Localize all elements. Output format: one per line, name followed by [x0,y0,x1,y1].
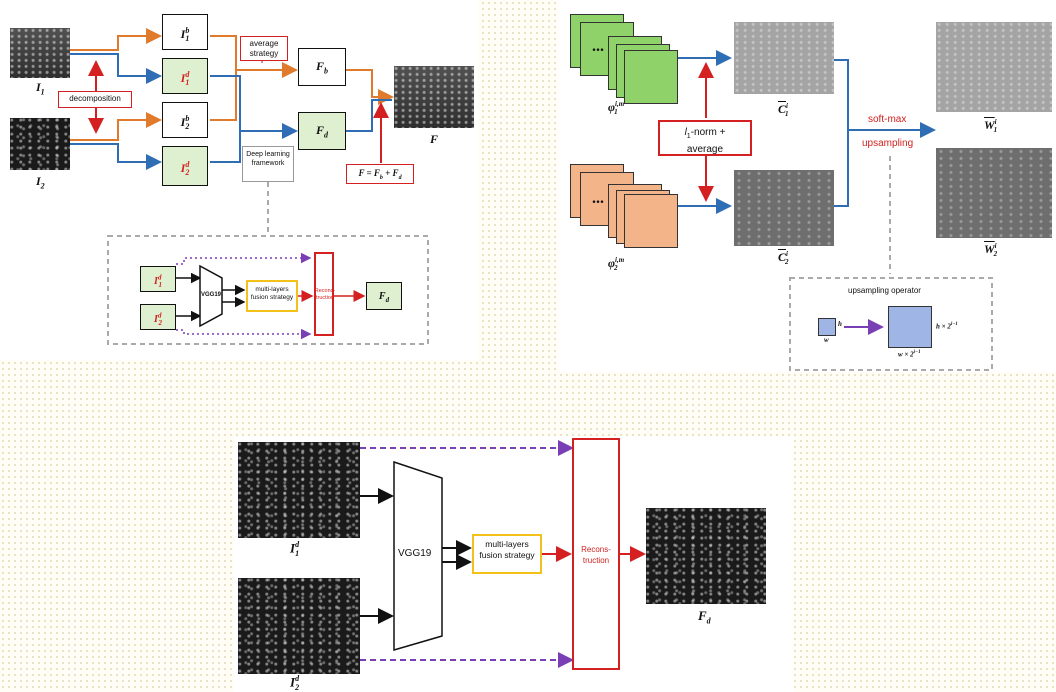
phi-1-label: φi,m1 [608,100,625,117]
panel-deep-learning: Id1 Id2 VGG19 multi-layers fusion strate… [234,436,794,692]
average-strategy-box: average strategy [240,36,288,61]
mini-reconstruction-box [314,252,334,336]
feature-dots-1: ... [592,38,604,55]
fusion-strategy-box: multi-layers fusion strategy [472,534,542,574]
input-2-label: I2 [36,174,45,191]
detail-2-box: Id2 [162,146,208,186]
input-image-2 [10,118,70,170]
activity-map-2 [734,170,834,246]
phi-2-label: φi,m2 [608,256,625,273]
mini-reconstruction-label: Recons-truction [314,288,336,301]
reconstruction-box [572,438,620,670]
feature-dots-2: ... [592,190,604,207]
weight-map-2 [936,148,1052,238]
fused-base-box: Fb [298,48,346,86]
decomposition-box: decomposition [58,91,132,108]
deep-learning-arrows [360,440,646,668]
weight-map-1 [936,22,1052,112]
l1-norm-box: l1-norm + average [658,120,752,156]
c1-label: Ci1 [778,102,789,119]
upsampling-label: upsampling [862,138,914,149]
mini-detail-1: Id1 [140,266,176,292]
fused-detail-label: Fd [698,608,711,626]
input-1-label: I1 [36,80,45,97]
large-h-label: h × 2i−1 [936,322,958,331]
panel-fusion-strategy: ... φi,m1 ... φi,m2 l1-norm + average Ci… [558,0,1056,372]
mini-fusion-box: multi-layers fusion strategy [246,280,298,312]
small-square [818,318,836,336]
mini-detail-2: Id2 [140,304,176,330]
w1-label: Wi1 [984,118,998,135]
mini-fused-detail: Fd [366,282,402,310]
small-w-label: w [824,336,829,344]
detail-image-2 [238,578,360,674]
fused-detail-box: Fd [298,112,346,150]
base-2-box: Ib2 [162,102,208,138]
deep-learning-framework-box: Deep learning framework [242,146,294,182]
activity-map-1 [734,22,834,94]
softmax-label: soft-max [868,114,907,125]
mini-vgg-label: VGG19 [201,292,222,298]
reconstruction-label: Recons-truction [581,545,611,565]
input-image-1 [10,28,70,78]
fused-detail-image [646,508,766,604]
detail-image-1 [238,442,360,538]
fusion-arrows [678,50,993,371]
fused-output-image [394,66,474,128]
detail-1-label: Id1 [290,540,300,558]
large-w-label: w × 2i−1 [898,350,921,359]
detail-2-label: Id2 [290,674,300,692]
large-square [888,306,932,348]
c2-label: Ci2 [778,250,789,267]
small-h-label: h [838,320,842,328]
w2-label: Wi2 [984,242,998,259]
base-1-box: Ib1 [162,14,208,50]
upsampling-operator-title: upsampling operator [848,286,921,295]
panel-overall-framework: I1 I2 decomposition Ib1 Id1 Ib2 Id2 aver… [0,0,478,360]
vgg19-label: VGG19 [398,548,432,559]
detail-1-box: Id1 [162,58,208,94]
framework-arrows [70,28,429,345]
output-label: F [430,132,439,146]
formula-box: F = Fb + Fd [346,164,414,184]
